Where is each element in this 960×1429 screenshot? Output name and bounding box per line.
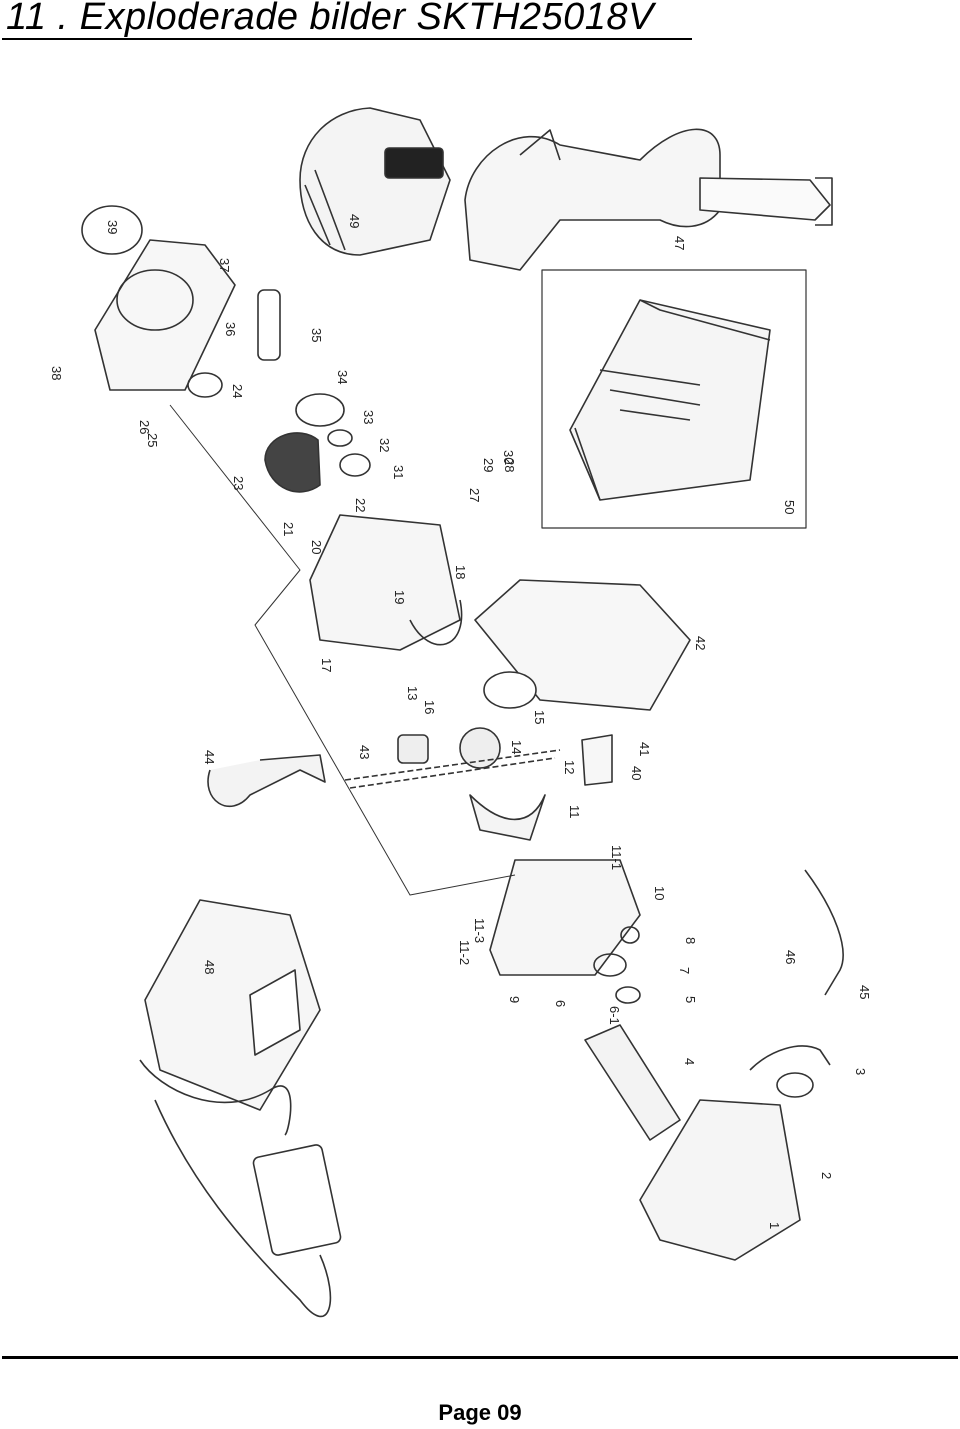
charger-drawing: [144, 899, 321, 1111]
part-label-11-3: 11-3: [472, 918, 487, 943]
part-label-22: 22: [353, 498, 368, 512]
part-label-26: 26: [137, 420, 152, 434]
housing-drawing: [309, 514, 461, 651]
part-label-3: 3: [853, 1068, 868, 1075]
cover-drawing: [94, 239, 236, 391]
part-label-43: 43: [357, 745, 372, 759]
lower-hook-drawing: [207, 754, 326, 808]
part-label-21: 21: [281, 522, 296, 536]
part-label-48: 48: [202, 960, 217, 974]
cap-drawing: [81, 205, 143, 255]
part-label-50: 50: [782, 500, 797, 514]
footer-rule: [2, 1356, 958, 1359]
part-label-40: 40: [629, 766, 644, 780]
part-label-34: 34: [335, 370, 350, 384]
motor-drawing: [584, 1024, 681, 1141]
part-label-37: 37: [217, 258, 232, 272]
part-label-46: 46: [783, 950, 798, 964]
part-label-13: 13: [405, 686, 420, 700]
gearbox-housing-drawing: [489, 859, 641, 976]
page-number: Page 09: [438, 1400, 522, 1425]
part-label-44: 44: [202, 750, 217, 764]
part-label-12: 12: [562, 760, 577, 774]
part-label-14: 14: [509, 740, 524, 754]
part-label-7: 7: [677, 967, 692, 974]
carrying-case-drawing: [569, 299, 771, 501]
part-label-6-1: 6-1: [607, 1006, 622, 1025]
part-label-11-1: 11-1: [609, 845, 624, 870]
part-label-10: 10: [652, 886, 667, 900]
part-label-4: 4: [682, 1058, 697, 1065]
part-label-20: 20: [309, 540, 324, 554]
part-label-16: 16: [422, 700, 437, 714]
part-label-8: 8: [683, 937, 698, 944]
part-label-18: 18: [453, 565, 468, 579]
gear-drawing: [264, 432, 321, 493]
part-label-2: 2: [819, 1172, 834, 1179]
part-label-24: 24: [230, 384, 245, 398]
adapter-drawing: [252, 1144, 342, 1256]
part-label-35: 35: [309, 328, 324, 342]
part-label-33: 33: [361, 410, 376, 424]
part-label-11: 11: [567, 805, 582, 819]
tool-handle-drawing: [464, 128, 833, 271]
part-label-36: 36: [223, 322, 238, 336]
part-label-15: 15: [532, 710, 547, 724]
title-underline: [2, 38, 692, 40]
part-label-11-2: 11-2: [457, 940, 472, 965]
part-label-42: 42: [693, 636, 708, 650]
part-label-29: 29: [481, 458, 496, 472]
part-label-28: 28: [502, 458, 517, 472]
part-label-30: 30: [501, 450, 516, 464]
case-frame: [541, 269, 807, 529]
part-label-9: 9: [507, 996, 522, 1003]
part-label-5: 5: [683, 996, 698, 1003]
part-label-17: 17: [319, 658, 334, 672]
part-label-23: 23: [231, 476, 246, 490]
part-label-25: 25: [145, 433, 160, 447]
cable-drawing: [804, 869, 844, 996]
exploded-view-drawing: 1234566-1879101111-111-211-3121314151617…: [49, 107, 872, 1317]
part-label-19: 19: [392, 590, 407, 604]
part-label-41: 41: [637, 742, 652, 756]
base-housing-drawing: [639, 1099, 801, 1261]
part-label-31: 31: [391, 465, 406, 479]
part-label-39: 39: [105, 220, 120, 234]
page-title: 11 . Exploderade bilder SKTH25018V: [6, 0, 654, 38]
part-label-6: 6: [553, 1000, 568, 1007]
part-label-32: 32: [377, 438, 392, 452]
part-label-38: 38: [49, 366, 64, 380]
part-label-47: 47: [672, 236, 687, 250]
part-label-27: 27: [467, 488, 482, 502]
part-label-1: 1: [767, 1222, 782, 1229]
part-label-45: 45: [857, 985, 872, 999]
part-label-49: 49: [347, 214, 362, 228]
pin-drawing: [257, 289, 281, 361]
battery-pack-drawing: [299, 107, 451, 256]
